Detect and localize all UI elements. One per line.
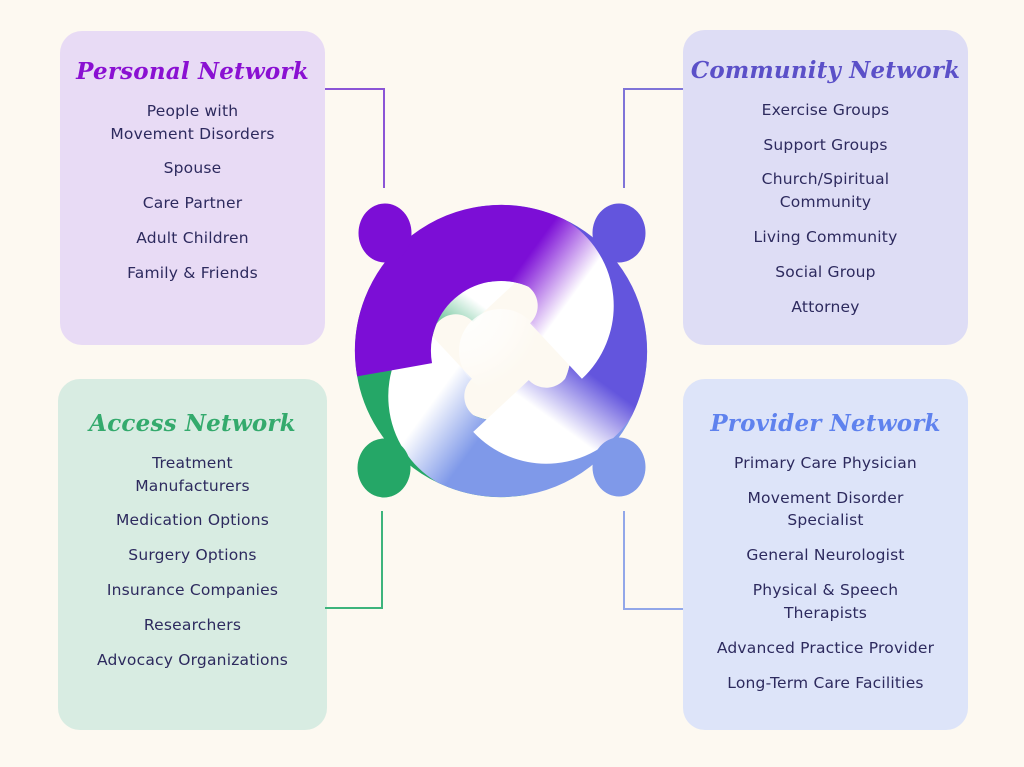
card-item: Social Group <box>775 263 876 282</box>
swirl-center-glow <box>459 309 543 393</box>
person-head-indigo <box>592 203 646 263</box>
personal-connector-line <box>325 88 385 188</box>
card-item: Care Partner <box>142 194 243 213</box>
card-item: Spouse <box>163 159 222 178</box>
card-item: Exercise Groups <box>761 100 890 119</box>
person-head-purple <box>358 203 412 263</box>
provider-connector-line <box>623 511 683 610</box>
card-item: Primary Care Physician <box>734 453 917 472</box>
card-item: Surgery Options <box>128 546 257 565</box>
card-item: Adult Children <box>136 229 249 248</box>
card-item: Advanced Practice Provider <box>716 639 935 658</box>
card-item: Family & Friends <box>127 264 258 283</box>
person-head-green <box>357 438 411 498</box>
card-item: Long-Term Care Facilities <box>727 674 924 693</box>
community-connector-line <box>623 88 683 188</box>
personal-network-title: Personal Network <box>76 58 309 85</box>
card-item: General Neurologist <box>746 546 905 565</box>
people-swirl-logo-icon <box>336 203 666 498</box>
provider-network-title: Provider Network <box>710 410 941 437</box>
community-network-title: Community Network <box>690 57 961 84</box>
card-item: Advocacy Organizations <box>96 651 289 670</box>
access-network-title: Access Network <box>89 410 296 437</box>
card-item: Insurance Companies <box>106 581 279 600</box>
person-head-periwinkle <box>592 437 646 497</box>
card-item: Medication Options <box>115 511 270 530</box>
card-item: Attorney <box>791 298 860 317</box>
access-connector-line <box>325 511 383 609</box>
card-item: Researchers <box>143 616 242 635</box>
card-item: Support Groups <box>763 135 888 154</box>
card-item: Living Community <box>753 228 898 247</box>
